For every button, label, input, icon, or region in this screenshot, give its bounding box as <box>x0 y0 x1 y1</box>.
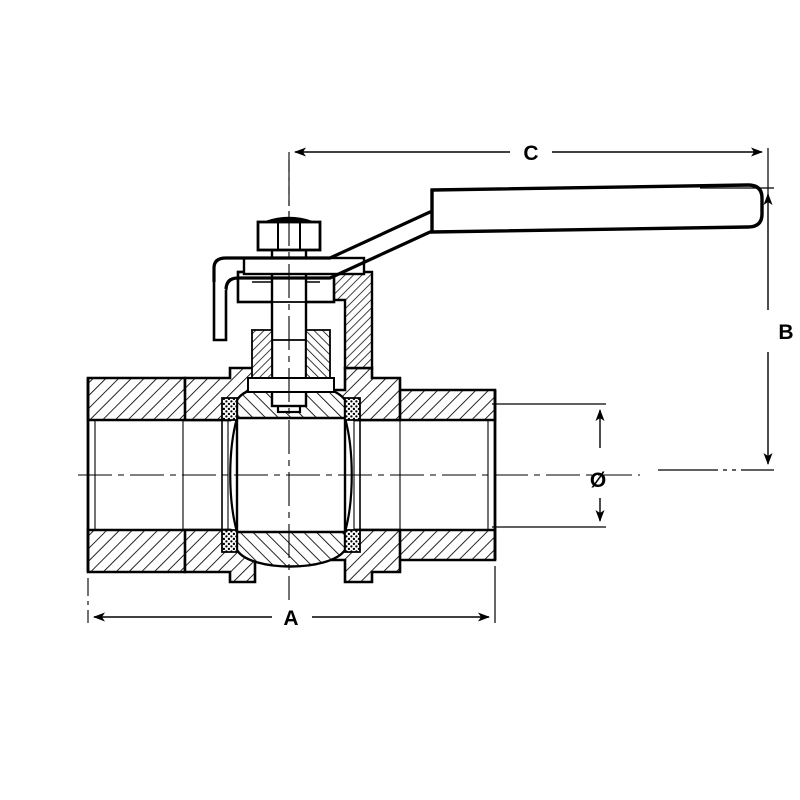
lever-stop-tab <box>212 282 228 342</box>
lever-top-edge <box>212 196 701 282</box>
dimension-A: A <box>87 566 496 630</box>
stem-packing-left <box>251 329 273 383</box>
handle-grip[interactable] <box>430 183 764 234</box>
dimension-diameter: Ø <box>492 403 606 528</box>
dim-D-label: Ø <box>590 469 606 492</box>
stem-packing-right <box>305 329 331 383</box>
ball-outline-left <box>229 417 239 533</box>
dimension-C: C <box>288 142 769 222</box>
dimension-B: B <box>658 187 794 471</box>
dim-C-label: C <box>523 142 538 165</box>
ball-seat-left-lower <box>221 529 238 553</box>
handle-lever[interactable] <box>212 183 764 342</box>
ball-seat-right-upper <box>344 397 361 421</box>
dim-A-label: A <box>283 607 298 630</box>
thrust-washer <box>247 377 335 393</box>
lever-bottom-edge <box>224 218 701 291</box>
ball-lower-section <box>235 530 347 568</box>
centerlines <box>78 160 640 600</box>
dim-B-label: B <box>778 321 793 344</box>
ball-seat-left-upper <box>221 397 238 421</box>
ball-seat-right-lower <box>344 529 361 553</box>
